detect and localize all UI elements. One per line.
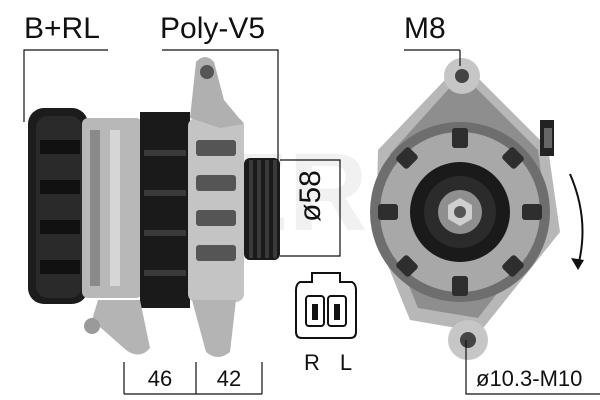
alternator-front-view (370, 58, 560, 360)
pulley-face (410, 162, 510, 262)
dimension-lines (23, 49, 600, 395)
pulley (244, 158, 280, 260)
terminal-label: B+RL (24, 12, 100, 45)
dimension-42-label: 42 (217, 366, 241, 391)
thread-label: M8 (404, 12, 446, 45)
plug-r-label: R (304, 350, 320, 375)
rear-cover (28, 108, 88, 304)
lower-mounting-ear (84, 300, 236, 357)
alternator-side-view (28, 57, 280, 357)
dimension-46-label: 46 (148, 366, 172, 391)
two-pin-plug-icon (295, 272, 357, 339)
stator (140, 112, 190, 308)
clockwise-arrow-icon (569, 173, 584, 270)
pulley-diameter-label: ø58 (294, 170, 327, 222)
upper-mounting-ear (190, 57, 244, 128)
hole-label: ø10.3-M10 (476, 366, 582, 391)
plug-l-label: L (340, 350, 352, 375)
pulley-type-label: Poly-V5 (160, 12, 265, 45)
